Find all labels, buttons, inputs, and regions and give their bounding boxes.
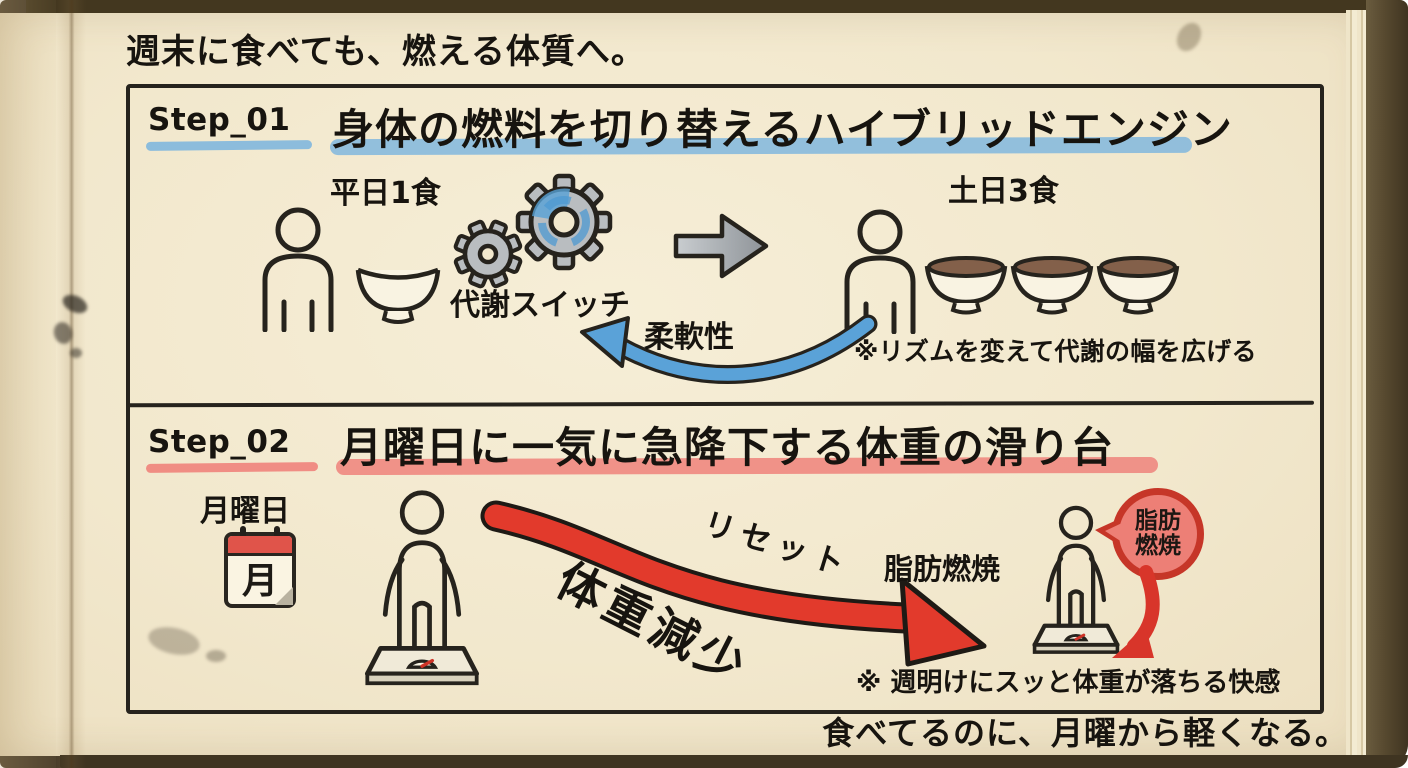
fat-burn-label: 脂肪燃焼 (884, 552, 1001, 586)
bottom-tagline: 食べてるのに、月曜から軽くなる。 (822, 714, 1348, 752)
step1-label-underline (145, 140, 313, 151)
monday-label: 月曜日 (200, 494, 290, 529)
flexibility-arrow-icon (580, 314, 878, 384)
step1-title: 身体の燃料を切り替えるハイブリッドエンジン (332, 105, 1233, 154)
person-icon (262, 207, 334, 332)
weekend-meal-label: 土日3食 (948, 174, 1059, 209)
person-on-scale-icon (1032, 505, 1120, 654)
ink-smudge (70, 348, 82, 358)
calendar-pin (240, 526, 246, 539)
calendar-header (228, 536, 292, 556)
metabolism-switch-label: 代謝スイッチ (450, 288, 630, 323)
step2-title: 月曜日に一気に急降下する体重の滑り台 (340, 423, 1115, 472)
page-edge-stack (1346, 10, 1368, 758)
main-frame (126, 84, 1324, 714)
page-fold-shade (0, 0, 56, 768)
calendar-pin (274, 526, 280, 539)
gear-large (515, 173, 613, 271)
weight-drop-arrow-icon (480, 500, 987, 667)
page-fold-crease (56, 0, 86, 768)
arrow-right-icon (673, 213, 769, 279)
top-tagline: 週末に食べても、燃える体質へ。 (126, 32, 646, 72)
ink-smudge (206, 650, 226, 662)
calendar-folded-corner (275, 587, 293, 605)
weekday-meal-label: 平日1食 (330, 176, 441, 211)
badge-line2: 燃焼 (1135, 533, 1181, 559)
badge-tail (1105, 523, 1122, 542)
step2-note: ※ 週明けにスッと体重が落ちる快感 (856, 668, 1281, 698)
empty-bowl-icon (355, 267, 441, 324)
metabolism-gears-icon (453, 173, 613, 289)
person-on-scale-icon (364, 490, 480, 686)
flexibility-label: 柔軟性 (644, 320, 734, 355)
calendar-day-char: 月 (241, 561, 278, 602)
step2-label: Step_02 (148, 424, 291, 460)
person-icon (844, 209, 916, 334)
gear-small (453, 219, 523, 289)
book-cover-edge-bottom (60, 755, 1408, 768)
full-bowl-icon (924, 256, 1008, 315)
step2-label-underline (145, 462, 319, 473)
book-cover-edge-top (26, 0, 1408, 14)
fat-burn-arrow-icon (1112, 565, 1160, 658)
book-cover-edge-right (1366, 0, 1408, 768)
fat-burn-badge: 脂肪 燃焼 (1095, 488, 1204, 580)
step1-label: Step_01 (148, 102, 291, 138)
badge-line1: 脂肪 (1135, 507, 1181, 534)
full-bowl-icon (1010, 256, 1094, 315)
full-bowl-icon (1096, 256, 1180, 315)
step1-note: ※リズムを変えて代謝の幅を広げる (854, 337, 1257, 366)
calendar-icon: 月 (224, 526, 296, 608)
